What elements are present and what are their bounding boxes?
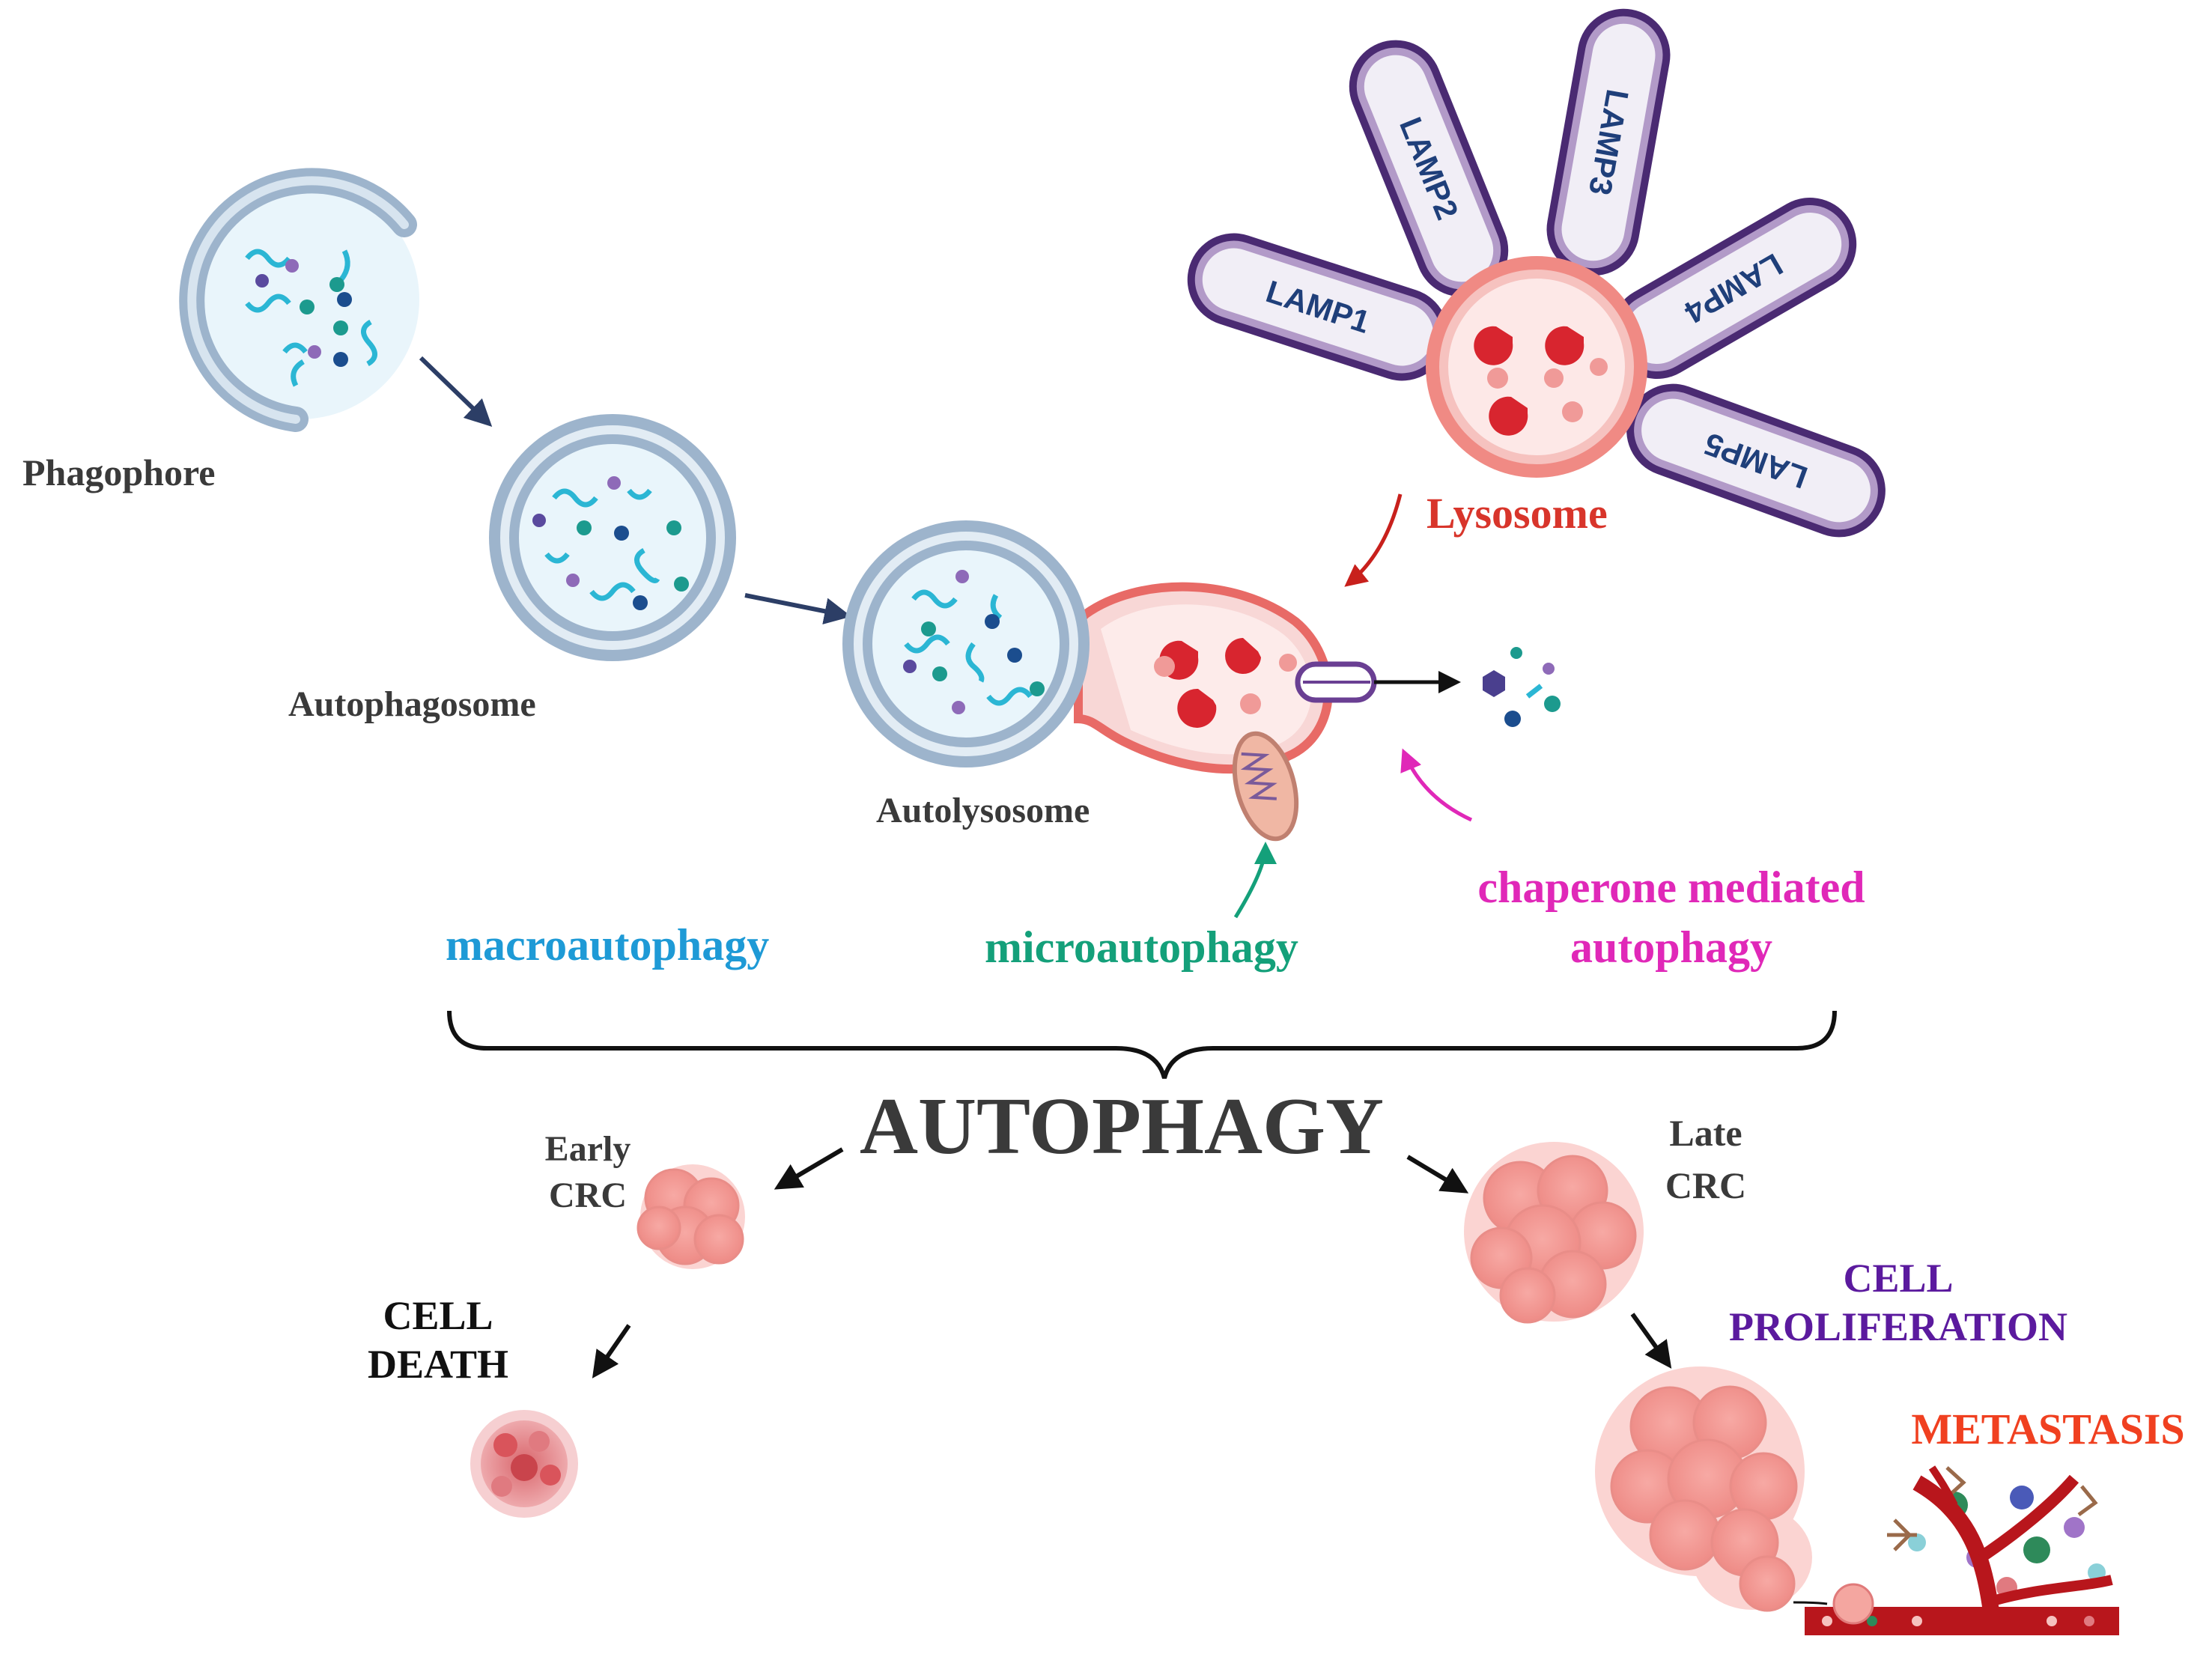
metastatic-tumor [1595,1366,1812,1612]
early-crc-line1: Early [545,1129,631,1169]
autophagosome-label: Autophagosome [288,684,536,724]
lysosome-label: Lysosome [1426,489,1608,538]
microautophagy-label: microautophagy [985,922,1298,972]
autolysosome-label: Autolysosome [876,791,1090,830]
phagophore-cargo [245,249,377,387]
lamp1-protein: LAMP1 [1187,233,1449,381]
brace [447,1010,1837,1079]
lamp5-protein: LAMP5 [1626,383,1886,538]
autolysosome [842,520,1377,773]
macroautophagy-label: macroautophagy [446,920,769,970]
metastasis-label: METASTASIS [1911,1405,2184,1453]
arrow-late-to-metastasis [1630,1313,1672,1369]
mitochondrion-icon [1232,731,1299,842]
blood-vessel [1793,1465,2119,1635]
cell-proliferation-line2: PROLIFERATION [1729,1304,2067,1349]
late-crc-line2: CRC [1665,1164,1746,1206]
arrow-cma [1400,748,1473,822]
arrow-autophagosome-to-autolysosome [744,593,852,625]
lamp4-protein: LAMP4 [1610,198,1857,379]
degradation-products [1483,647,1561,727]
autophagosome [489,414,736,661]
cell-proliferation-line1: CELL [1843,1256,1953,1301]
arrow-autophagy-to-late [1406,1155,1469,1194]
late-crc-line1: Late [1669,1112,1742,1154]
arrow-microautophagy [1233,842,1277,919]
dead-cells [470,1410,578,1518]
autophagosome-cargo [532,476,689,610]
autolysosome-cargo [903,570,1045,714]
lysosome: LAMP1 LAMP2 LAMP3 LAMP4 [1187,8,1886,538]
early-crc-line2: CRC [549,1176,627,1215]
lamp-proteins: LAMP1 LAMP2 LAMP3 LAMP4 [1187,8,1886,538]
phagophore-label: Phagophore [22,452,215,493]
cell-death-line1: CELL [383,1293,493,1338]
autophagy-title: AUTOPHAGY [860,1082,1384,1171]
arrow-lysosome-to-autolysosome [1344,493,1403,587]
arrow-early-to-death [592,1324,631,1378]
lysosome-enzymes [1474,326,1608,436]
lamp2-protein: LAMP2 [1349,40,1509,297]
autolysosome-enzymes [1154,638,1297,728]
cma-label-line1: chaperone mediated [1477,863,1865,912]
late-crc-tumor [1464,1142,1644,1324]
early-crc-tumor [636,1164,745,1269]
phagophore [179,168,419,432]
lamp3-protein: LAMP3 [1546,8,1671,276]
arrow-autophagy-to-early [774,1147,844,1190]
cma-label-line2: autophagy [1570,922,1772,972]
arrow-phagophore-to-autophagosome [419,356,493,428]
cell-death-line2: DEATH [368,1342,508,1387]
